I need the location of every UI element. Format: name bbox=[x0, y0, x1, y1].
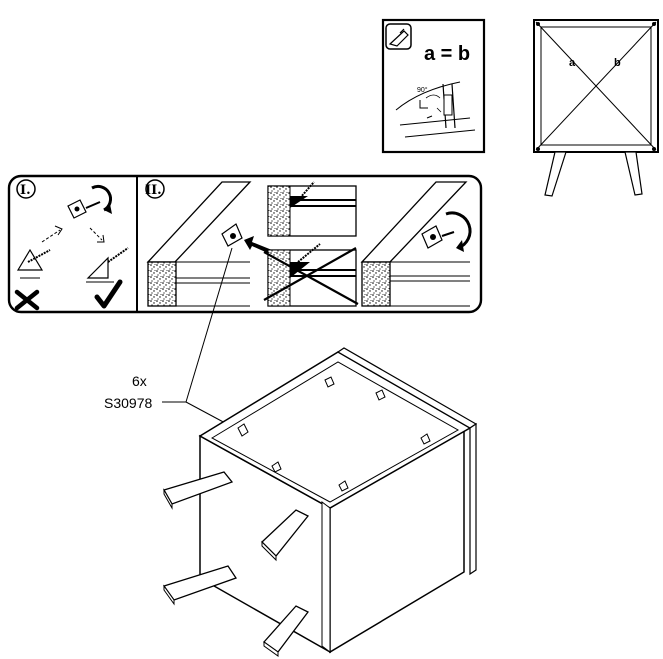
leg-front-left bbox=[163, 471, 234, 510]
check-mark-icon bbox=[94, 279, 123, 309]
cross-mark-icon bbox=[14, 289, 40, 311]
cabinet-illustration bbox=[162, 347, 478, 657]
tightened-bracket-illustration bbox=[360, 181, 472, 307]
incorrect-fastening-illustration bbox=[263, 243, 359, 307]
right-angle-illustration bbox=[86, 247, 129, 283]
front-view-diagonals bbox=[533, 19, 659, 197]
square-tool-icon bbox=[385, 23, 412, 50]
bracket-screw-icon bbox=[67, 184, 113, 219]
part-code: S30978 bbox=[104, 395, 152, 411]
step-two-panel: II. bbox=[145, 179, 472, 307]
step-one-label: I. bbox=[20, 183, 31, 198]
square-check-panel: a = b 90° bbox=[381, 18, 486, 154]
angle-label: 90° bbox=[417, 86, 428, 94]
part-quantity: 6x bbox=[132, 373, 147, 389]
diagonal-b-label: b bbox=[614, 57, 621, 69]
equation-label: a = b bbox=[424, 43, 470, 65]
correct-fastening-illustration bbox=[267, 181, 357, 237]
leg-back-right bbox=[263, 605, 309, 657]
instruction-strip bbox=[7, 174, 483, 314]
step-two-label: II. bbox=[145, 183, 162, 198]
corner-angle-illustration bbox=[395, 81, 476, 138]
diagonal-a-label: a bbox=[569, 57, 576, 69]
wrong-angle-illustration bbox=[16, 248, 51, 279]
leg-front-right bbox=[261, 509, 310, 562]
panel-bracket-illustration bbox=[146, 181, 272, 307]
leg-back-left bbox=[162, 565, 238, 606]
step-one-panel: I. bbox=[14, 179, 129, 311]
